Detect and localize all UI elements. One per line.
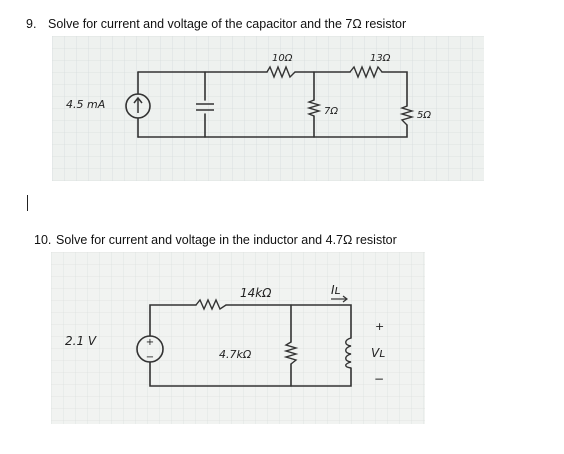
voltage-label: Vʟ bbox=[371, 346, 385, 360]
resistor-icon bbox=[306, 99, 322, 117]
plus-sign: + bbox=[375, 320, 384, 333]
text-cursor bbox=[27, 195, 28, 211]
resistor-icon bbox=[195, 298, 227, 311]
voltage-source-icon: + − bbox=[136, 335, 164, 363]
resistor-icon bbox=[399, 105, 415, 126]
question-number: 10. bbox=[34, 233, 52, 247]
resistor-icon bbox=[349, 65, 383, 79]
source-label: 2.1 V bbox=[65, 334, 97, 348]
question-10: 10. Solve for current and voltage in the … bbox=[34, 233, 397, 247]
current-source bbox=[125, 93, 151, 119]
r-right-label: 5Ω bbox=[417, 110, 431, 121]
r-shunt-label: 4.7kΩ bbox=[219, 348, 252, 361]
circuit-image-9: 4.5 mA 10Ω 13Ω 7Ω 5Ω bbox=[52, 36, 484, 181]
resistor-icon bbox=[283, 341, 299, 365]
capacitor-icon bbox=[196, 103, 214, 111]
r-top-right-label: 13Ω bbox=[370, 53, 391, 64]
svg-text:−: − bbox=[146, 352, 154, 363]
question-number: 9. bbox=[26, 17, 37, 31]
r-series-label: 14kΩ bbox=[240, 286, 272, 300]
question-9: 9. Solve for current and voltage of the c… bbox=[26, 17, 406, 31]
current-label: Iʟ bbox=[331, 283, 341, 297]
current-arrow-icon bbox=[133, 96, 143, 113]
circuit-image-10: + − 2.1 V 14kΩ 4.7kΩ Iʟ + Vʟ − bbox=[51, 252, 425, 424]
svg-text:+: + bbox=[146, 337, 154, 348]
r-top-left-label: 10Ω bbox=[272, 53, 293, 64]
inductor-icon bbox=[345, 337, 352, 369]
r-middle-label: 7Ω bbox=[324, 106, 338, 117]
source-label: 4.5 mA bbox=[66, 98, 105, 111]
resistor-icon bbox=[266, 65, 296, 79]
question-text: Solve for current and voltage of the cap… bbox=[48, 17, 407, 31]
current-arrow-icon bbox=[331, 295, 348, 303]
question-text: Solve for current and voltage in the ind… bbox=[56, 233, 397, 247]
minus-sign: − bbox=[374, 372, 384, 386]
